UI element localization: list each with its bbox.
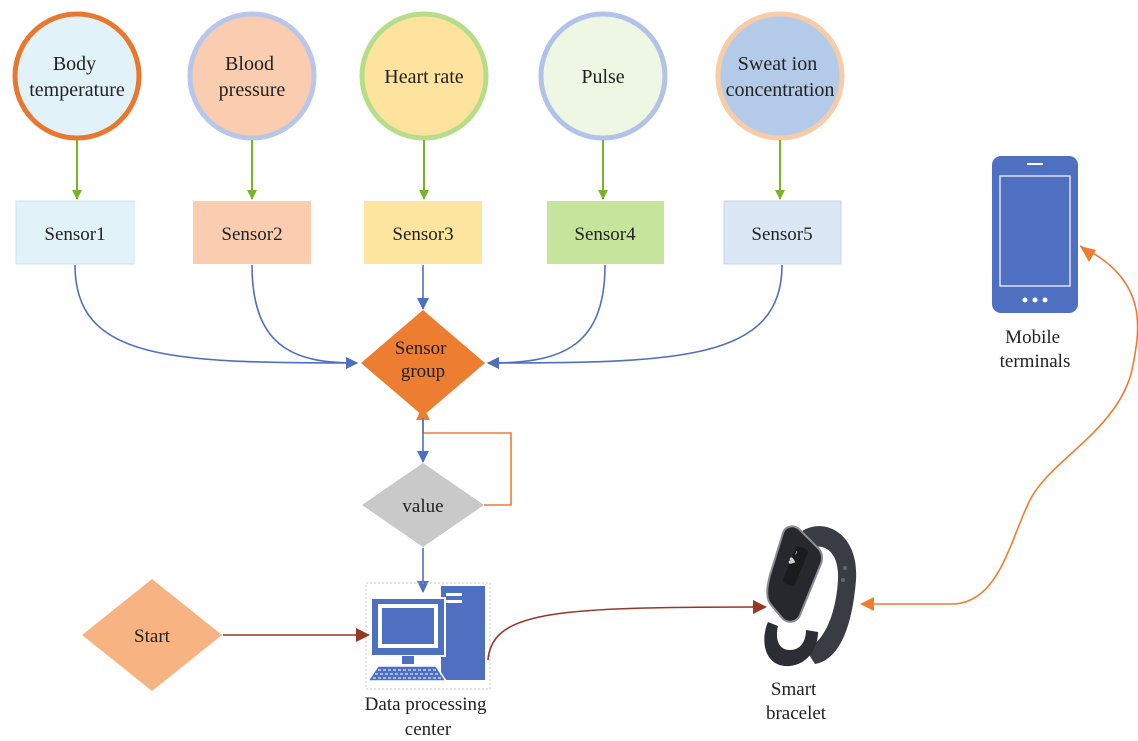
param-node-blood-pressure: Blood pressure — [187, 11, 317, 141]
svg-text:Data processing center: Data processing center — [365, 694, 492, 740]
svg-text:value: value — [402, 496, 443, 517]
svg-text:Body temperature: Body temperature — [29, 53, 125, 101]
sensor-box-4: Sensor4 — [547, 201, 664, 264]
svg-text:Pulse: Pulse — [581, 66, 624, 88]
svg-text:Sensor2: Sensor2 — [221, 224, 282, 245]
svg-text:Sensor1: Sensor1 — [44, 224, 105, 245]
param-node-pulse: Pulse — [538, 11, 668, 141]
bracelet-label: Smart bracelet — [766, 679, 827, 724]
param-node-heart-rate: Heart rate — [359, 11, 489, 141]
svg-text:Sweat ion concentration: Sweat ion concentration — [726, 53, 835, 101]
svg-text:Sensor4: Sensor4 — [574, 224, 636, 245]
sensor-box-5: Sensor5 — [723, 200, 842, 265]
svg-text:Sensor group: Sensor group — [395, 338, 451, 382]
sensor-box-1: Sensor1 — [15, 200, 135, 265]
svg-text:Smart bracelet: Smart bracelet — [766, 679, 827, 724]
value-node: value — [362, 463, 484, 547]
datacenter-to-bracelet-arrow — [487, 600, 767, 661]
svg-text:Heart rate: Heart rate — [384, 66, 464, 88]
sensor-box-2: Sensor2 — [193, 201, 311, 264]
svg-text:Start: Start — [134, 626, 171, 647]
start-node: Start — [82, 579, 222, 691]
mobile-phone-icon — [992, 156, 1078, 313]
mobile-label: Mobile terminals — [1000, 327, 1071, 372]
datacenter-label: Data processing center — [365, 694, 492, 740]
svg-text:Sensor3: Sensor3 — [392, 224, 453, 245]
bracelet-mobile-link — [860, 245, 1138, 611]
smart-bracelet-icon: ♥ – — [764, 525, 857, 667]
param-node-body-temperature: Body temperature — [12, 11, 142, 141]
computer-icon — [365, 582, 491, 690]
sensor-box-3: Sensor3 — [364, 201, 482, 264]
svg-text:Sensor5: Sensor5 — [751, 224, 812, 245]
svg-text:Mobile terminals: Mobile terminals — [1000, 327, 1071, 372]
sensor-to-group-arrows — [74, 264, 783, 369]
param-to-sensor-arrows — [72, 140, 785, 200]
sensor-group-node: Sensor group — [361, 310, 485, 416]
svg-text:Blood pressure: Blood pressure — [219, 53, 286, 101]
param-node-sweat-ion-concentration: Sweat ion concentration — [715, 11, 845, 141]
